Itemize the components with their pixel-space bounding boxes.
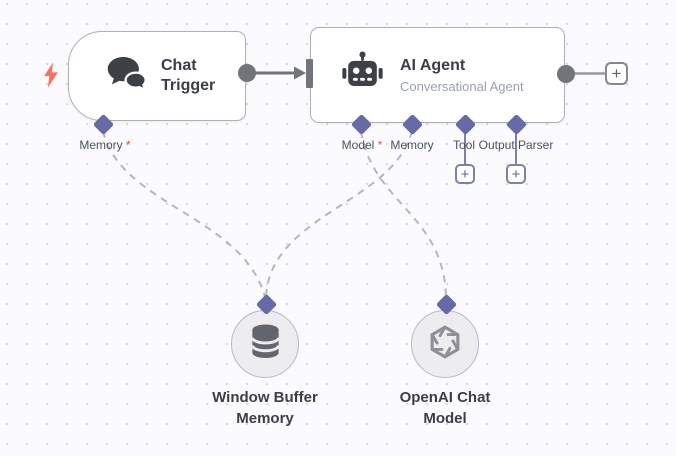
ai-agent-output-connector[interactable]	[557, 65, 575, 83]
required-asterisk: *	[377, 138, 383, 152]
add-output-parser-button[interactable]: +	[506, 164, 526, 184]
trigger-bolt-icon	[43, 62, 60, 93]
node-label-window-buffer-memory: Window Buffer Memory	[212, 389, 318, 427]
plus-icon: +	[460, 165, 470, 183]
chat-trigger-output-connector[interactable]	[238, 64, 256, 82]
node-title: Chat Trigger	[161, 57, 216, 94]
node-label-openai-chat-model: OpenAI Chat Model	[399, 389, 491, 427]
node-title: AI Agent	[400, 57, 466, 74]
port-label-chat-trigger-memory: Memory *	[79, 138, 131, 152]
add-tool-button[interactable]: +	[455, 164, 475, 184]
chat-bubbles-icon	[105, 53, 149, 99]
openai-logo-icon	[425, 322, 465, 367]
plus-icon: +	[611, 64, 622, 83]
connection-aiagent-model-to-openaichatmodel[interactable]	[360, 130, 447, 298]
port-label-memory: Memory	[390, 138, 434, 152]
node-subtitle: Conversational Agent	[400, 79, 524, 94]
required-asterisk: *	[126, 138, 131, 152]
port-label-tool: Tool	[452, 138, 476, 152]
connection-aiagent-memory-to-windowbuffermemory[interactable]	[265, 130, 413, 298]
node-window-buffer-memory[interactable]	[231, 310, 299, 378]
port-label-model: Model *	[341, 138, 383, 152]
connection-chattrigger-memory-to-windowbuffermemory[interactable]	[102, 130, 266, 298]
node-ai-agent[interactable]: AI Agent Conversational Agent	[310, 27, 565, 123]
robot-icon	[341, 51, 384, 99]
plus-icon: +	[511, 165, 521, 183]
add-next-node-button[interactable]: +	[605, 62, 628, 85]
node-openai-chat-model[interactable]	[411, 310, 479, 378]
port-label-output-parser: Output Parser	[478, 138, 554, 152]
database-icon	[248, 323, 283, 366]
node-chat-trigger[interactable]: Chat Trigger	[68, 31, 246, 121]
connection-arrowhead-icon	[294, 66, 306, 80]
ai-agent-input-connector[interactable]	[306, 59, 313, 88]
